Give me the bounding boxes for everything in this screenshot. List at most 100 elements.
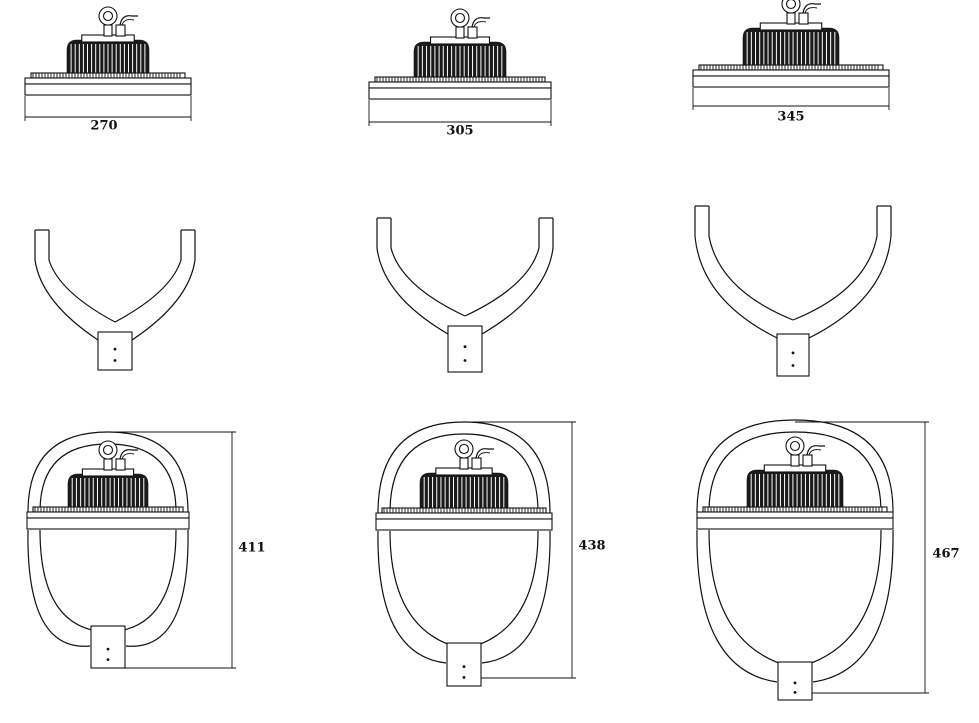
mount-hole [106, 658, 110, 661]
plate-rim [24, 77, 192, 85]
mount-hole [462, 676, 466, 679]
driver-housing [419, 439, 509, 510]
plate-lens [26, 517, 190, 530]
side-view-1 [368, 8, 552, 126]
hook-stem [455, 26, 465, 39]
height-dimension [108, 431, 236, 669]
width-dimension [692, 88, 890, 110]
driver-housing [413, 8, 507, 79]
bowl-outer-left [377, 530, 447, 664]
bowl-outer-left [696, 529, 778, 683]
height-label-large: 467 [932, 546, 960, 562]
mount-hole [793, 691, 797, 694]
bowl-outer-right [812, 529, 894, 683]
cable-gland [471, 457, 482, 470]
mount-hole [463, 359, 467, 362]
mount-block [777, 661, 813, 701]
power-cable-inner [477, 452, 491, 459]
side-view-0 [24, 6, 192, 121]
arch-inner [708, 431, 882, 513]
plate-lens [368, 87, 552, 100]
plate-lens [692, 75, 890, 88]
mount-hole [463, 345, 467, 349]
bowl-inner-right [463, 530, 539, 650]
u-bracket [694, 205, 892, 377]
bowl-inner-left [39, 529, 109, 633]
height-label-medium: 438 [578, 538, 606, 554]
height-dimension [464, 421, 576, 679]
assembled-fixture [375, 421, 576, 687]
hook-stem [790, 454, 800, 467]
mount-hole [113, 347, 117, 351]
hook-stem [786, 12, 796, 25]
u-bracket [376, 217, 554, 373]
hook-ring-inner [454, 12, 466, 24]
width-dimension [24, 96, 192, 121]
lamp-plate [375, 507, 553, 531]
bowl-inner-right [794, 529, 882, 669]
bowl-outer-left [27, 529, 91, 647]
power-cable [802, 3, 821, 14]
height-dimension [795, 421, 929, 694]
mount-hole [113, 359, 117, 362]
plate-rim [692, 69, 890, 77]
lamp-plate [696, 506, 894, 530]
hook-stem [459, 457, 469, 470]
hook-ring-inner [458, 443, 470, 455]
bracket-outer-right [131, 230, 196, 341]
power-cable-inner [473, 21, 487, 28]
bracket-outer-left [694, 206, 778, 339]
driver-housing [746, 436, 844, 509]
bracket-inner-left [390, 218, 466, 317]
driver-body [746, 469, 844, 509]
power-cable [806, 445, 825, 456]
lamp-plate [24, 72, 192, 96]
hook-stem [103, 458, 113, 471]
power-cable [475, 448, 494, 459]
width-label-small: 270 [90, 118, 118, 134]
mount-block [446, 642, 482, 687]
bowl-outer-right [125, 529, 189, 647]
power-cable-inner [121, 19, 135, 26]
lamp-plate [692, 64, 890, 88]
u-bracket [34, 229, 196, 371]
bracket-outer-left [34, 230, 99, 341]
bracket-inner-right [114, 230, 182, 323]
assembled-fixture [26, 431, 236, 669]
bowl-inner-left [708, 529, 796, 669]
power-cable [119, 15, 138, 26]
driver-body [419, 472, 509, 510]
power-cable-inner [121, 453, 135, 460]
mount-block [776, 333, 810, 377]
bracket-outer-right [481, 218, 554, 335]
driver-body [742, 27, 840, 67]
mount-hole [793, 681, 797, 685]
plate-lens [375, 518, 553, 531]
bracket-inner-right [792, 206, 878, 321]
assembled-fixture [696, 419, 929, 701]
cable-gland [798, 12, 809, 25]
mount-block [97, 331, 133, 371]
width-label-medium: 305 [446, 123, 474, 139]
power-cable [119, 449, 138, 460]
mount-block [90, 625, 126, 669]
plate-rim [696, 511, 894, 519]
bracket-outer-right [808, 206, 892, 339]
mount-hole [791, 364, 795, 367]
bracket-inner-left [708, 206, 794, 321]
cable-gland [467, 26, 478, 39]
arch-outer [696, 419, 894, 513]
driver-housing [66, 6, 150, 75]
bowl-inner-left [389, 530, 465, 650]
driver-housing [742, 0, 840, 67]
power-cable [471, 17, 490, 28]
width-dimension [368, 100, 552, 126]
plate-rim [375, 512, 553, 520]
mount-hole [462, 665, 466, 669]
cable-gland [115, 458, 126, 471]
driver-body [67, 473, 149, 509]
mount-hole [106, 647, 110, 651]
plate-flange [374, 76, 546, 83]
power-cable-inner [808, 449, 822, 456]
hook-ring-inner [102, 444, 114, 456]
